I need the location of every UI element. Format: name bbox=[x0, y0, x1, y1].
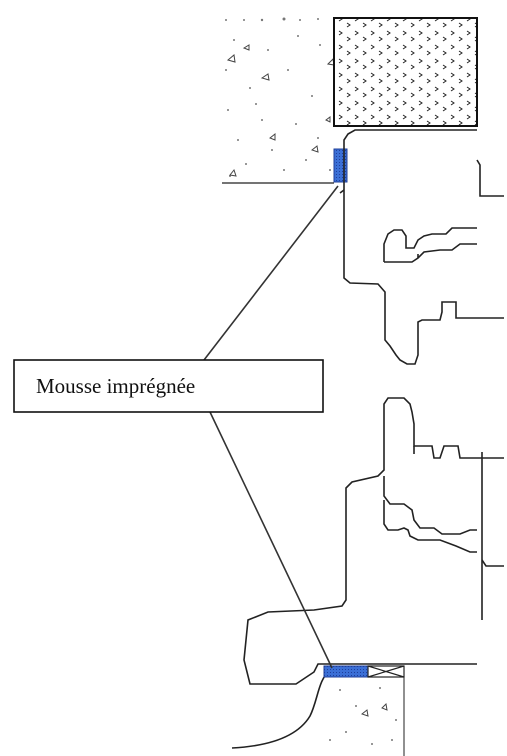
window-frame-upper-profile bbox=[339, 129, 504, 365]
callout-label: Mousse imprégnée bbox=[36, 374, 195, 398]
upper-foam-strip bbox=[333, 148, 348, 183]
lower-concrete-block bbox=[231, 669, 405, 756]
callout-leader-lines bbox=[203, 185, 339, 669]
window-frame-lower-profile bbox=[243, 397, 504, 685]
callout-box: Mousse imprégnée bbox=[13, 359, 324, 413]
lower-foam-strip bbox=[323, 665, 369, 678]
insulation-block bbox=[333, 17, 478, 127]
upper-concrete-block bbox=[222, 17, 335, 184]
lower-joint-cross bbox=[367, 665, 405, 678]
